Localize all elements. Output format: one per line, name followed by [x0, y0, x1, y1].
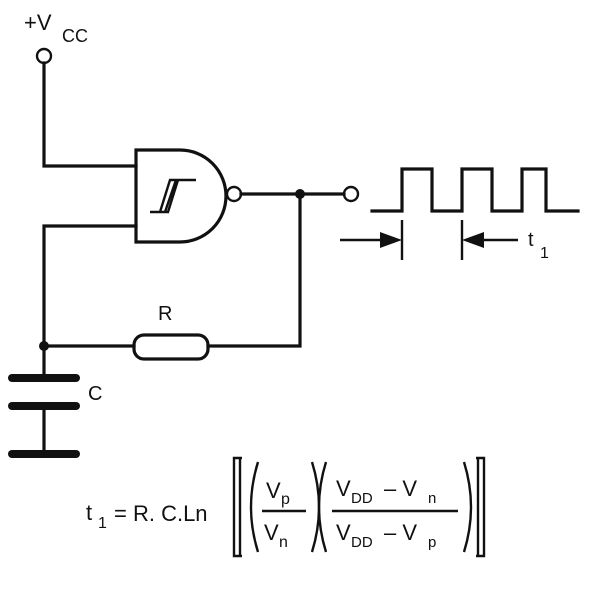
input2-wire — [42, 224, 138, 380]
period-formula: t 1 = R. C.Ln V p V n V DD – V n V DD – … — [86, 456, 486, 558]
frac2-num: V — [336, 476, 351, 501]
frac2-den-tail: – V — [384, 520, 417, 545]
supply-subscript: CC — [62, 26, 88, 46]
frac2-den: V — [336, 520, 351, 545]
frac1-den-sub: n — [279, 534, 288, 551]
supply-label: +V — [24, 10, 52, 35]
formula-lhs-sub: 1 — [98, 515, 107, 532]
hysteresis-symbol — [150, 178, 196, 214]
period-subscript: 1 — [540, 245, 549, 262]
formula-rc-ln: = R. C.Ln — [114, 501, 208, 526]
capacitor-label: C — [88, 383, 102, 405]
formula-lhs: t — [86, 500, 92, 525]
feedback-wire — [206, 192, 302, 348]
frac1-num-sub: p — [281, 491, 290, 508]
resistor — [132, 333, 210, 361]
paren2-right — [462, 461, 473, 553]
frac2-num-tail: – V — [384, 476, 417, 501]
frac2-den-tail-sub: p — [428, 534, 436, 551]
frac2-num-sub: DD — [351, 490, 373, 507]
paren2-left — [317, 461, 328, 553]
frac2-num-tail-sub: n — [428, 490, 436, 507]
frac1-num: V — [266, 478, 281, 503]
supply-terminal — [35, 47, 53, 65]
rc-junction — [39, 341, 49, 351]
period-label: t — [528, 229, 534, 251]
bracket-right — [476, 456, 486, 558]
frac2-den-sub: DD — [351, 534, 373, 551]
period-arrow-left-head — [380, 232, 402, 248]
paren1-left — [249, 461, 260, 553]
square-wave — [370, 167, 580, 213]
frac1-den: V — [264, 520, 279, 545]
inverter-bubble — [225, 185, 243, 203]
output-terminal — [342, 185, 360, 203]
resistor-label: R — [158, 303, 172, 325]
supply-wire — [42, 61, 138, 168]
period-arrow-right-head — [462, 232, 484, 248]
bracket-left — [232, 456, 242, 558]
nand-gate — [134, 148, 228, 244]
